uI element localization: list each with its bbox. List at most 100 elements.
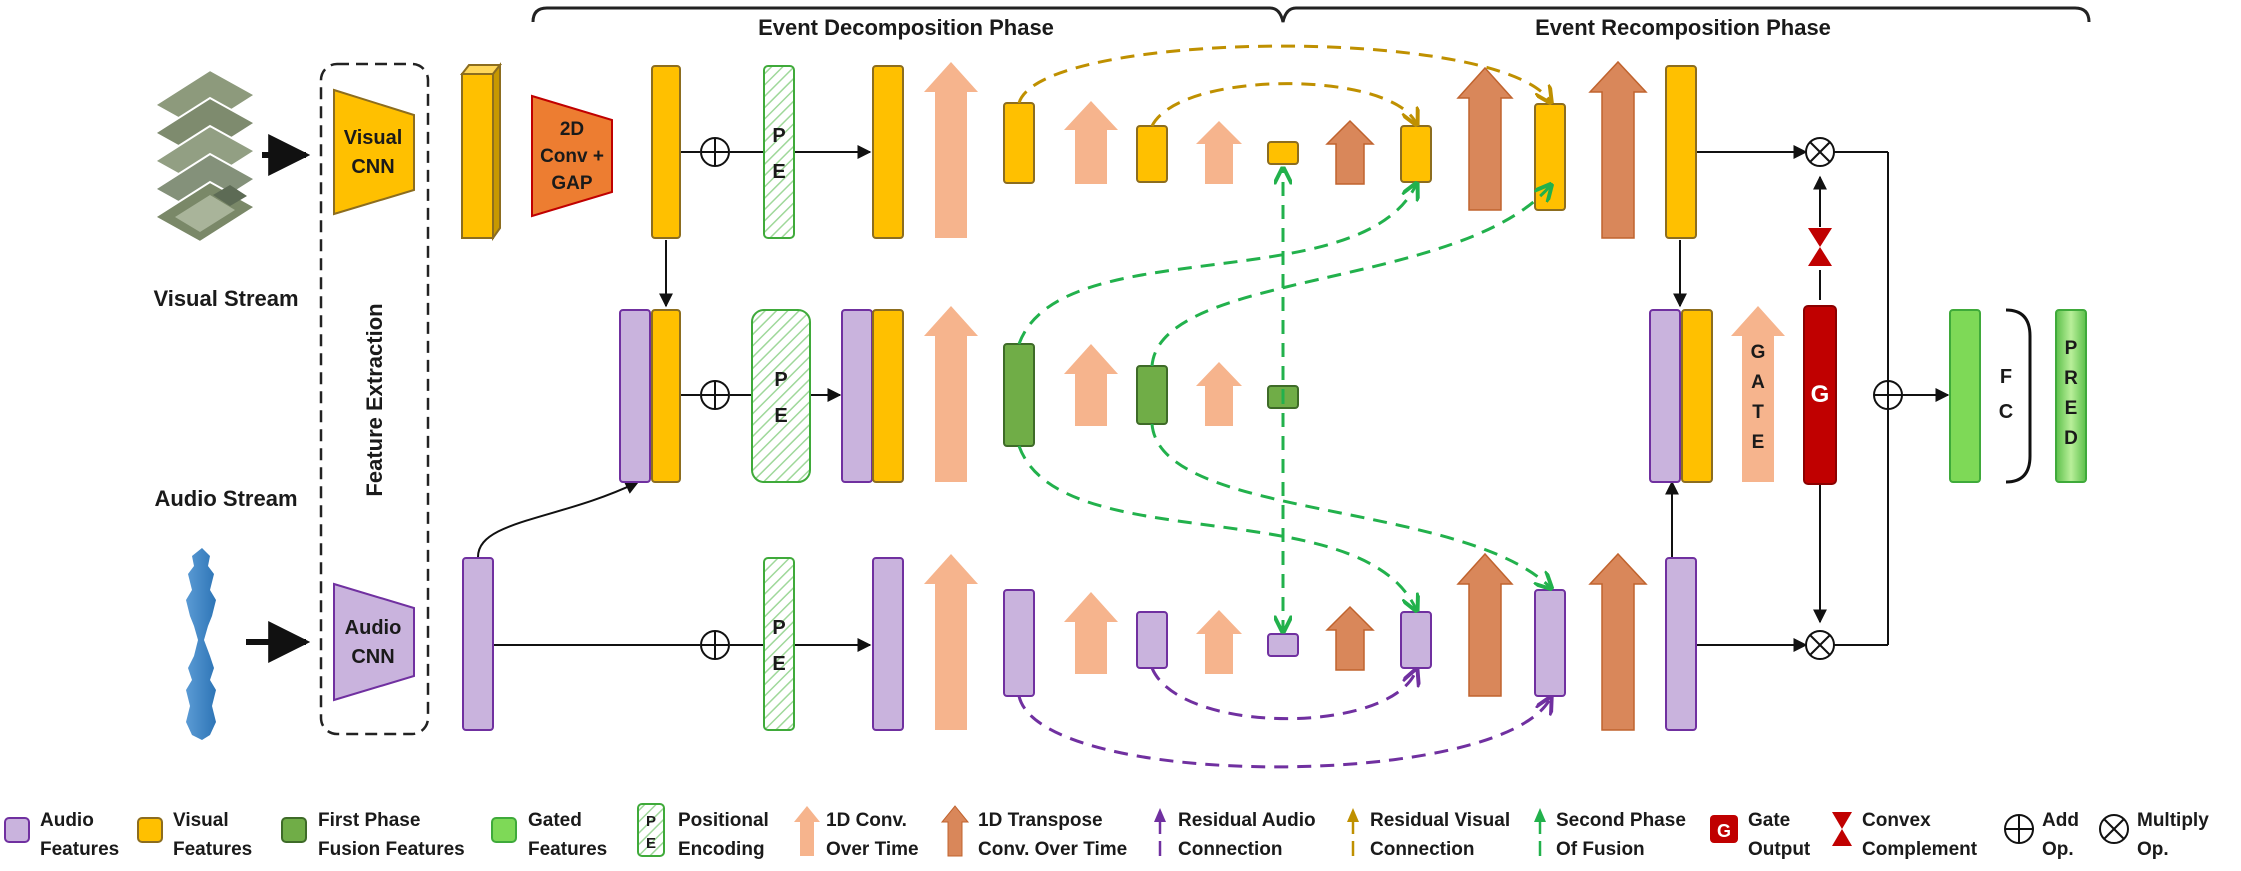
legend-residual-visual: Residual Visual Connection [1347, 808, 1510, 860]
legend-convex-complement: Convex Complement [1832, 810, 1978, 860]
fc-layer: F C [1999, 308, 2032, 484]
legend-conv: 1D Conv. Over Time [794, 806, 919, 860]
video-frames-icon [153, 68, 257, 244]
svg-text:Over Time: Over Time [826, 839, 919, 860]
svg-text:1D Conv.: 1D Conv. [826, 810, 907, 831]
svg-text:Gated: Gated [528, 810, 582, 831]
prediction-block: P R E D [2055, 309, 2087, 483]
add-op-fusion [700, 380, 730, 410]
svg-text:G: G [1751, 342, 1766, 363]
svg-text:D: D [2064, 428, 2078, 449]
svg-text:Audio: Audio [40, 810, 94, 831]
audio-cnn-block: Audio CNN [333, 582, 415, 702]
legend-gated: Gated Features [491, 810, 607, 860]
legend-residual-audio: Residual Audio Connection [1154, 808, 1316, 860]
tconv-arrows-audio [1325, 552, 1648, 731]
gate-output-block: G [1803, 305, 1837, 485]
audio-stream-label: Audio Stream [154, 486, 297, 511]
feature-extraction-box [319, 62, 430, 736]
svg-text:Multiply: Multiply [2137, 810, 2209, 831]
phase-decomposition-label: Event Decomposition Phase [758, 15, 1054, 40]
svg-text:Of Fusion: Of Fusion [1556, 839, 1645, 860]
fusion-feature-bars [619, 309, 1713, 483]
svg-text:Op.: Op. [2137, 839, 2169, 860]
svg-text:Conv. Over Time: Conv. Over Time [978, 839, 1127, 860]
multiply-op-visual [1805, 137, 1835, 167]
svg-text:Add: Add [2042, 810, 2079, 831]
pe-audio: P E [763, 557, 795, 731]
svg-text:G: G [1717, 821, 1731, 841]
visual-stream-label: Visual Stream [153, 286, 298, 311]
legend-multiply-op: Multiply Op. [2099, 810, 2209, 860]
legend-second-phase: Second Phase Of Fusion [1534, 808, 1686, 860]
svg-text:P: P [772, 125, 785, 147]
add-op-visual [700, 137, 730, 167]
svg-text:Encoding: Encoding [678, 839, 765, 860]
svg-text:Residual Visual: Residual Visual [1370, 810, 1510, 831]
visual-cnn-line2: CNN [351, 156, 394, 178]
svg-text:Features: Features [173, 839, 252, 860]
svg-text:P: P [646, 813, 656, 830]
svg-text:Second Phase: Second Phase [1556, 810, 1686, 831]
svg-text:E: E [2065, 398, 2078, 419]
svg-text:Connection: Connection [1178, 839, 1283, 860]
conv-arrows-fusion [924, 306, 1242, 482]
visual-cnn-block: Visual CNN [333, 88, 415, 216]
add-op-audio [700, 630, 730, 660]
legend-tconv: 1D Transpose Conv. Over Time [940, 805, 1127, 860]
pe-visual: P E [763, 65, 795, 239]
legend-add-op: Add Op. [2004, 810, 2079, 860]
svg-text:C: C [1999, 401, 2013, 423]
svg-text:Residual Audio: Residual Audio [1178, 810, 1316, 831]
svg-text:Gate: Gate [1748, 810, 1790, 831]
audio-waveform-icon [186, 548, 216, 740]
feature-extraction-label: Feature Extraction [362, 303, 387, 496]
second-phase-fusion-connections [1017, 170, 1550, 630]
svg-text:E: E [772, 161, 785, 183]
svg-text:Output: Output [1748, 839, 1811, 860]
residual-audio-connections [1017, 668, 1550, 769]
phase-recomposition-label: Event Recomposition Phase [1535, 15, 1831, 40]
audio-feature-bars [462, 557, 1697, 731]
visual-feature-bars [651, 65, 1697, 239]
residual-visual-connections [1017, 44, 1550, 126]
svg-text:R: R [2064, 368, 2078, 389]
add-op-output [1873, 380, 1903, 410]
svg-text:Complement: Complement [1862, 839, 1978, 860]
svg-text:F: F [2000, 366, 2012, 388]
legend-fusion: First Phase Fusion Features [281, 810, 465, 860]
svg-text:T: T [1752, 402, 1764, 423]
visual-3d-feature-block [459, 62, 503, 242]
svg-text:Connection: Connection [1370, 839, 1475, 860]
svg-text:E: E [772, 653, 785, 675]
svg-text:1D Transpose: 1D Transpose [978, 810, 1103, 831]
conv-gap-block: 2D Conv + GAP [531, 94, 613, 218]
conv-gap-line2: Conv + [540, 146, 604, 167]
conv-gap-line3: GAP [551, 173, 593, 194]
phase-braces: Event Decomposition Phase Event Recompos… [531, 6, 2091, 40]
legend-gate-output: G Gate Output [1710, 810, 1811, 860]
svg-text:Op.: Op. [2042, 839, 2074, 860]
convex-complement-icon [1808, 228, 1832, 266]
visual-cnn-line1: Visual [344, 127, 403, 149]
gate-arrow: G A T E [1731, 306, 1785, 482]
svg-text:Features: Features [40, 839, 119, 860]
svg-text:P: P [772, 617, 785, 639]
svg-text:Visual: Visual [173, 810, 229, 831]
audio-cnn-line2: CNN [351, 646, 394, 668]
conv-gap-line1: 2D [560, 119, 584, 140]
svg-text:E: E [1752, 432, 1765, 453]
svg-text:P: P [774, 369, 787, 391]
conv-arrows-audio [924, 554, 1242, 730]
svg-text:Features: Features [528, 839, 607, 860]
legend-pe: P E Positional Encoding [637, 803, 769, 860]
multiply-op-audio [1805, 630, 1835, 660]
legend: Audio Features Visual Features First Pha… [4, 803, 2209, 860]
svg-text:Convex: Convex [1862, 810, 1931, 831]
audio-cnn-line1: Audio [345, 617, 402, 639]
solid-connectors [477, 145, 1950, 652]
svg-text:P: P [2065, 338, 2078, 359]
svg-text:First Phase: First Phase [318, 810, 420, 831]
gated-features-bar [1949, 309, 1981, 483]
